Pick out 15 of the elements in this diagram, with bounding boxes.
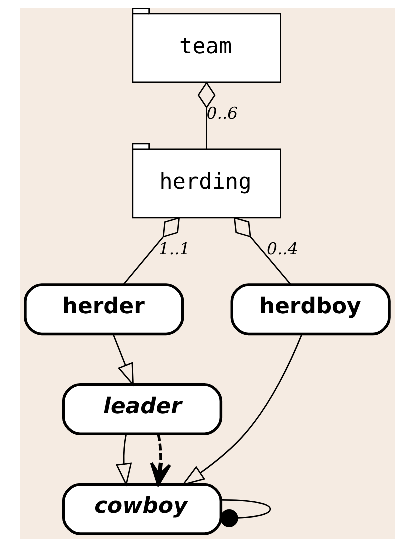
node-box: herder	[24, 284, 184, 336]
node-box: herdboy	[230, 284, 391, 336]
connector	[198, 82, 216, 150]
node-box: cowboy	[62, 483, 223, 536]
connector	[234, 217, 292, 286]
arrow	[150, 434, 172, 486]
edge-label: 0..4	[267, 239, 298, 258]
connector	[123, 217, 180, 286]
node-box: leader	[62, 384, 223, 436]
arrow	[182, 334, 303, 486]
arrow	[112, 334, 134, 387]
arrow	[116, 434, 132, 487]
connector	[220, 499, 272, 528]
edge-label: 1..1	[158, 239, 190, 258]
edge-label: 0..6	[206, 104, 238, 123]
